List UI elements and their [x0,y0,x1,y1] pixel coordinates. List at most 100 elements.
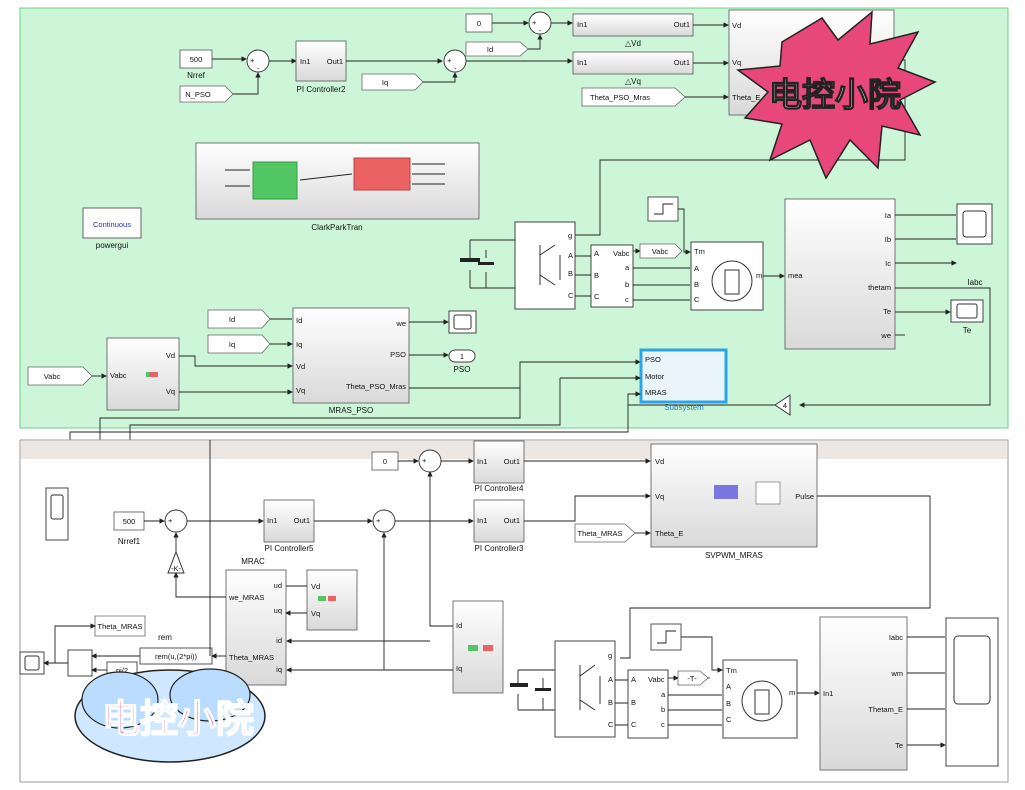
vmeas-top[interactable] [590,244,634,308]
mras-theta: Theta_PSO_Mras [346,382,406,391]
pi2-in: In1 [300,57,310,66]
pi5-name: PI Controller5 [265,544,314,553]
dvd-in: In1 [577,20,587,29]
cp-vd: Vd [166,351,175,360]
pi-controller3[interactable] [473,499,525,543]
meas-bot-a: a [661,690,666,699]
powergui-continuous: Continuous [93,220,131,229]
subsystem-block[interactable] [639,348,728,404]
inv-g: g [568,231,572,240]
mot-m: m [756,271,762,280]
sv-purple-glyph [714,485,738,499]
mot-c: C [694,295,700,304]
sv-pulse: Pulse [795,492,814,501]
tag-iq-mras-text: Iq [229,340,235,349]
measure-block-top[interactable] [784,198,896,350]
vdq-red [328,596,336,601]
mras-pso-name: MRAS_PSO [329,406,373,415]
measure-block-bot[interactable] [819,616,908,771]
pi3-out: Out1 [504,516,520,525]
mea-bot-theta: Thetam_E [868,705,903,714]
meas-in-b: B [594,271,599,280]
inv-c: C [568,291,574,300]
dc-cap-top [478,262,494,265]
gain-4-value: 4 [783,401,787,410]
svpwm-name: SVPWM_MRAS [705,551,763,560]
meas-c: c [625,295,629,304]
scope-te-screen [956,303,978,319]
inverter-top[interactable] [514,221,576,310]
tag-iq-mras[interactable] [207,334,271,354]
dvd-out: Out1 [674,20,690,29]
mras-pso-block[interactable] [292,307,410,404]
pulse-bus-bot [620,495,931,659]
mras-vq: Vq [296,386,305,395]
vdq-green [318,596,326,601]
mrac-id: id [276,636,282,645]
tag-npso[interactable] [179,85,234,103]
mrac-theta: Theta_MRAS [229,653,274,662]
powergui-block[interactable] [82,207,142,239]
tag-id-mras[interactable] [207,309,271,329]
pi-controller4[interactable] [473,440,525,484]
mrac-name: MRAC [241,557,265,566]
mot-a: A [694,264,699,273]
dc-source-top[interactable] [460,258,480,262]
ss-pso: PSO [645,355,661,364]
sv-white-glyph [755,481,781,505]
idq-id: Id [456,621,462,630]
inverter-bot[interactable] [554,640,616,738]
inv-a: A [568,251,573,260]
vmeas-bot[interactable] [627,669,669,739]
mras-id: Id [296,316,302,325]
scope-iabc-label: Iabc [967,278,982,287]
sum-minus: - [257,64,260,73]
meas-bot-in-a: A [631,675,636,684]
sum-iq-plus: + [447,56,452,65]
mea-ib: Ib [885,235,891,244]
tag-t-bot[interactable] [677,670,709,686]
idq-iq: Iq [456,664,462,673]
meas-in-a: A [594,249,599,258]
watermark-top: 电控小院 [735,10,937,180]
out-pso[interactable] [448,349,476,363]
tag-theta-mras-sv[interactable] [574,523,636,543]
park-vq: Vq [732,58,741,67]
tag-t-text: -T- [687,674,697,683]
idq-green [468,645,478,651]
dc-cap-bot [535,688,551,691]
dvq-in: In1 [577,58,587,67]
mea-bot-in: In1 [823,689,833,698]
mot-b: B [694,280,699,289]
tag-theta-mras-out[interactable] [94,615,146,637]
pi-controller5[interactable] [263,499,315,543]
clarkpark-block[interactable] [195,142,480,220]
tag-theta-pso-mras[interactable] [581,87,686,107]
pi3-name: PI Controller3 [475,544,524,553]
tag-vabc-text: Vabc [652,247,669,256]
meas-bot-in-c: C [631,720,637,729]
pi2-name: PI Controller2 [297,85,346,94]
tag-vabc-top[interactable] [639,243,683,259]
out-pso-num: 1 [460,352,464,361]
sum-theta[interactable] [67,649,93,677]
mot-bot-m: m [789,688,795,697]
clarkpark-small[interactable] [106,337,180,411]
tag-theta-mras-sv-text: Theta_MRAS [577,529,622,538]
ss-mras: MRAS [645,388,667,397]
tag-iq[interactable] [361,73,424,91]
vdq-vq: Vq [311,609,320,618]
pi-controller2[interactable] [295,40,347,82]
inv-b: B [568,269,573,278]
pi3-in: In1 [477,516,487,525]
mras-vd: Vd [296,362,305,371]
mea-bot-te: Te [895,741,903,750]
dvq-name: △Vq [625,77,641,86]
tag-vabc-in[interactable] [27,366,93,386]
cp-red [149,372,158,377]
mrac-block[interactable] [225,569,287,686]
tag-id[interactable] [465,41,529,57]
dc-source-bot[interactable] [510,683,528,687]
gain-4[interactable] [774,394,791,416]
